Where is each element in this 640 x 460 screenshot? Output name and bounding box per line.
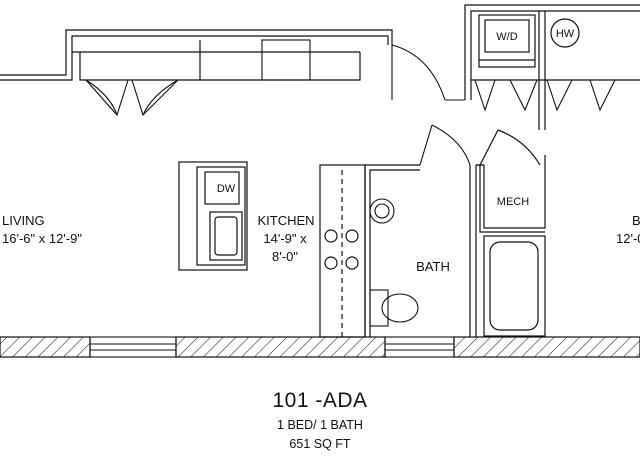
kitchen-size-line1: 14'-9" x [263, 231, 307, 246]
upper-cabinet [261, 39, 311, 81]
kitchen-island [178, 161, 248, 271]
kitchen-counter [319, 164, 366, 338]
dishwasher-label: DW [217, 183, 236, 195]
kitchen-size-line2: 8'-0" [272, 249, 298, 264]
living-room-size: 16'-6" x 12'-9" [2, 231, 82, 246]
water-heater-label: HW [556, 28, 575, 40]
entry-door [391, 44, 465, 101]
exterior-wall [0, 336, 640, 358]
mech-room [476, 129, 546, 233]
bedroom-label: BEDROOM [632, 213, 640, 228]
kitchen-label: KITCHEN [257, 213, 314, 228]
unit-title: 101 -ADA [272, 389, 368, 412]
bedroom-size: 12'-0" x 12'-0" [616, 231, 640, 246]
bath-door [419, 124, 471, 166]
washer-dryer-label: W/D [496, 31, 517, 43]
living-room-label: LIVING [2, 213, 45, 228]
closet-doors-laundry [474, 79, 616, 112]
bathtub [483, 235, 546, 337]
bath-label: BATH [416, 259, 450, 274]
window-right [384, 336, 455, 358]
top-wall-left [0, 29, 393, 81]
unit-area: 651 SQ FT [289, 437, 351, 451]
bath-walls [364, 164, 477, 337]
bath-sink [369, 198, 395, 224]
window-left [89, 336, 177, 358]
unit-beds-baths: 1 BED/ 1 BATH [277, 418, 363, 432]
closet-doors-living [85, 79, 179, 117]
bath-toilet [369, 289, 419, 327]
mech-label: MECH [497, 196, 529, 208]
laundry-closet [464, 4, 640, 130]
